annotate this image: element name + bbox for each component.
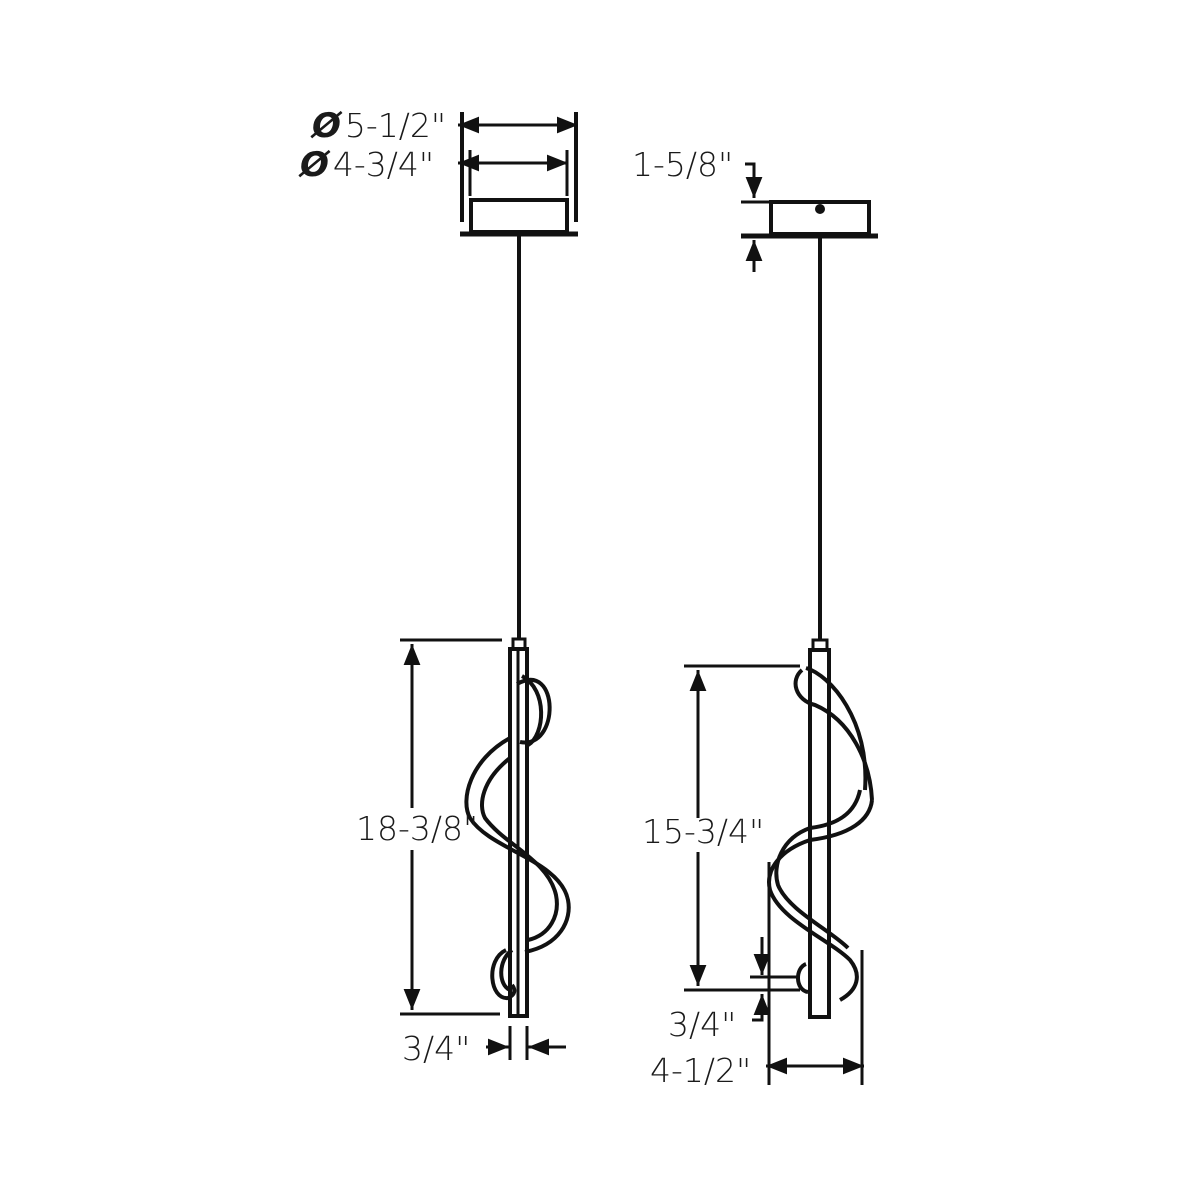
overall-height-dimension	[400, 638, 502, 1016]
spiral-height-dimension	[684, 664, 800, 992]
stem-side	[808, 648, 831, 1019]
canopy-height-label: 1-5/8"	[632, 145, 734, 184]
spiral-height-label: 15-3/4"	[642, 812, 765, 851]
diameter-symbol-icon: Ø	[312, 106, 341, 146]
stem-width-dimension	[486, 1026, 566, 1060]
bottom-offset-dimension	[750, 937, 800, 1022]
canopy-diameter-dimension	[458, 112, 578, 222]
canopy-height-dimension	[745, 162, 763, 272]
stem-width-label: 3/4"	[402, 1029, 471, 1068]
bottom-offset-label: 3/4"	[668, 1005, 737, 1044]
front-view	[400, 112, 578, 1060]
spiral-ribbon	[464, 674, 571, 1000]
spiral-width-label: 4-1/2"	[650, 1051, 752, 1090]
side-view	[684, 162, 878, 1085]
canopy-screw-dot	[815, 204, 825, 214]
canopy	[460, 198, 578, 237]
diameter-symbol-icon: Ø	[300, 145, 329, 185]
overall-height-label: 18-3/8"	[356, 809, 479, 848]
spiral-ribbon-side	[767, 666, 874, 1002]
spiral-width-dimension	[766, 862, 864, 1085]
canopy-side	[741, 200, 878, 239]
stem	[508, 647, 529, 1018]
